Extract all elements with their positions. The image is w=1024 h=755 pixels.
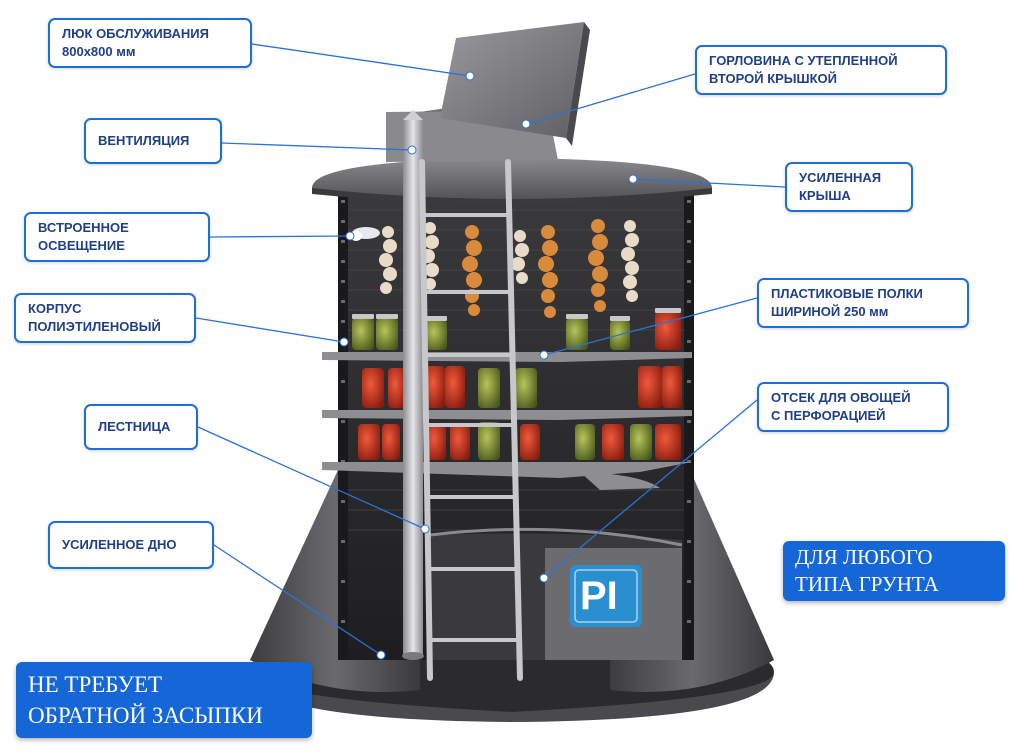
callout-roof: УСИЛЕННАЯ КРЫША (785, 162, 913, 212)
callout-neck: ГОРЛОВИНА С УТЕПЛЕННОЙ ВТОРОЙ КРЫШКОЙ (695, 45, 947, 95)
callout-ladder: ЛЕСТНИЦА (84, 404, 198, 450)
callout-body: КОРПУС ПОЛИЭТИЛЕНОВЫЙ (14, 293, 196, 343)
callout-lighting: ВСТРОЕННОЕ ОСВЕЩЕНИЕ (24, 212, 210, 262)
callout-shelves: ПЛАСТИКОВЫЕ ПОЛКИ ШИРИНОЙ 250 мм (757, 278, 969, 328)
badge-soil: ДЛЯ ЛЮБОГО ТИПА ГРУНТА (783, 541, 1005, 601)
logo-text: PI (580, 574, 618, 618)
leader-lines (195, 43, 786, 656)
pi-logo (570, 565, 642, 627)
callout-ventilation: ВЕНТИЛЯЦИЯ (84, 118, 222, 164)
callout-hatch: ЛЮК ОБСЛУЖИВАНИЯ 800х800 мм (48, 18, 252, 68)
badge-backfill: НЕ ТРЕБУЕТ ОБРАТНОЙ ЗАСЫПКИ (16, 662, 312, 738)
roof (312, 158, 712, 204)
callout-veg-compartment: ОТСЕК ДЛЯ ОВОЩЕЙ С ПЕРФОРАЦИЕЙ (757, 382, 949, 432)
callout-bottom: УСИЛЕННОЕ ДНО (48, 521, 214, 569)
leader-dots (339, 71, 638, 660)
hatch-lid (440, 22, 590, 146)
hanging-vegetables (379, 219, 639, 318)
ladder (419, 159, 523, 681)
jars (352, 308, 682, 460)
